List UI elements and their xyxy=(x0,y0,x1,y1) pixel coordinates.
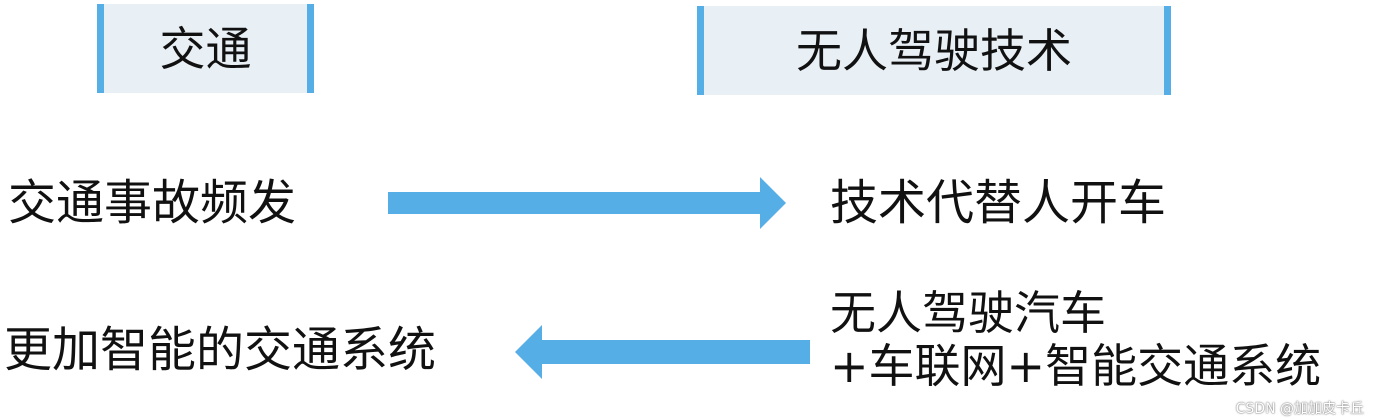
header-box-autonomous-driving: 无人驾驶技术 xyxy=(697,6,1171,95)
arrow-left-icon xyxy=(515,325,810,379)
solution-text: 技术代替人开车 xyxy=(830,175,1167,231)
watermark: CSDN @加加皮卡丘 xyxy=(1235,401,1364,417)
combination-text: 无人驾驶汽车 +车联网+智能交通系统 xyxy=(830,287,1321,393)
arrow-right-icon xyxy=(388,177,786,229)
header-label-traffic: 交通 xyxy=(159,21,252,76)
header-box-traffic: 交通 xyxy=(97,4,314,93)
header-label-autonomous-driving: 无人驾驶技术 xyxy=(796,23,1072,78)
combination-line-2: +车联网+智能交通系统 xyxy=(830,338,1322,393)
outcome-text: 更加智能的交通系统 xyxy=(4,322,437,378)
problem-text: 交通事故频发 xyxy=(8,175,297,231)
combination-line-1: 无人驾驶汽车 xyxy=(830,286,1106,340)
